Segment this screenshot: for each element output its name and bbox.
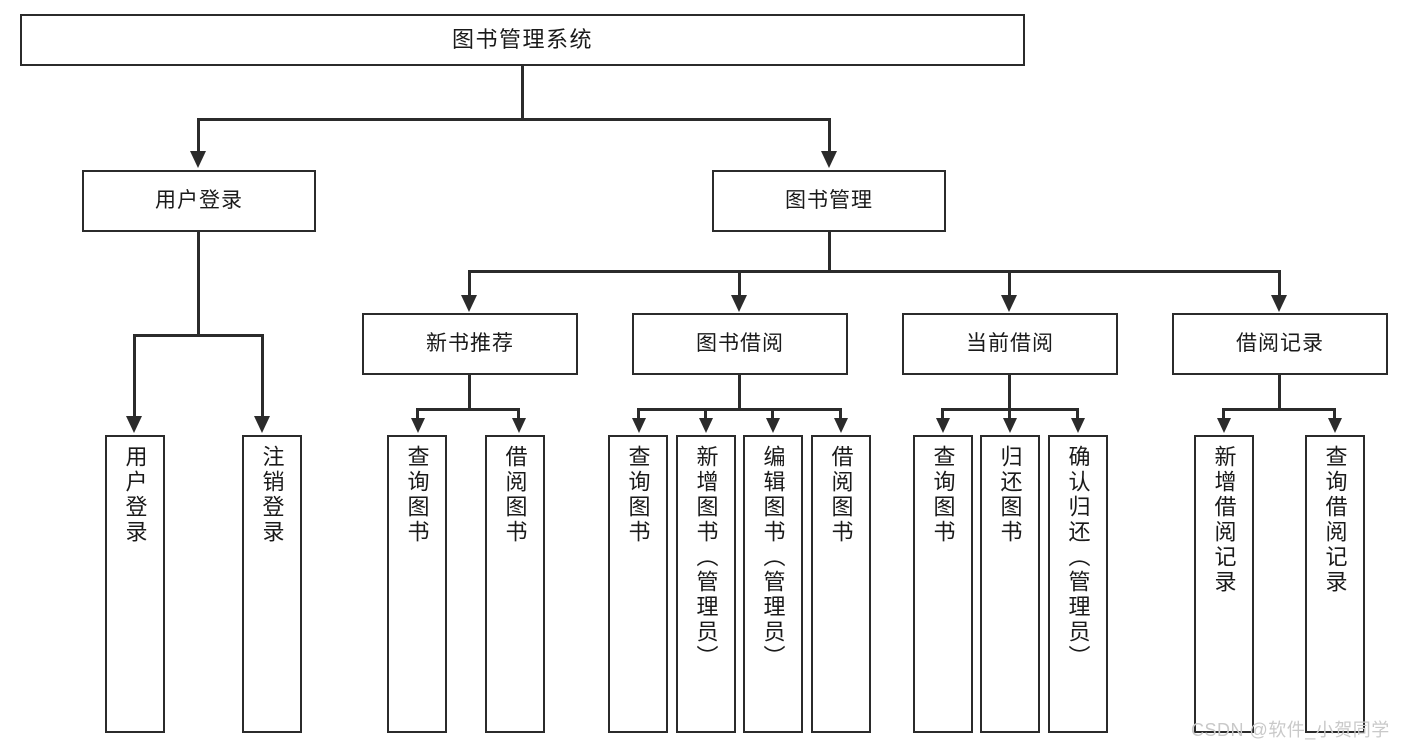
leaf-bookborrow-edit-book[interactable]: 编辑图书（管理员） bbox=[743, 435, 803, 733]
arrow-currentborrow-leaf-1 bbox=[936, 418, 950, 433]
arrow-userlogin-leaf-1 bbox=[126, 416, 142, 433]
edge-bookmgmt-drop-1 bbox=[468, 270, 471, 295]
node-label: 图书借阅 bbox=[696, 331, 784, 355]
edge-bookborrow-drop-2 bbox=[704, 408, 707, 420]
edge-root-to-bookmgmt bbox=[828, 118, 831, 151]
node-book-borrow[interactable]: 图书借阅 bbox=[632, 313, 848, 375]
arrow-bookborrow-leaf-3 bbox=[766, 418, 780, 433]
node-book-management[interactable]: 图书管理 bbox=[712, 170, 946, 232]
node-label: 借阅图书 bbox=[502, 445, 528, 545]
leaf-bookborrow-add-book[interactable]: 新增图书（管理员） bbox=[676, 435, 736, 733]
node-label: 用户登录 bbox=[155, 188, 243, 212]
edge-currentborrow-drop-1 bbox=[941, 408, 944, 420]
edge-currentborrow-drop-2 bbox=[1008, 408, 1011, 420]
edge-bookmgmt-drop-3 bbox=[1008, 270, 1011, 295]
edge-borrowrecord-drop-2 bbox=[1333, 408, 1336, 420]
node-label: 图书管理 bbox=[785, 188, 873, 212]
node-label: 归还图书 bbox=[997, 445, 1023, 545]
node-current-borrow[interactable]: 当前借阅 bbox=[902, 313, 1118, 375]
node-label: 当前借阅 bbox=[966, 331, 1054, 355]
edge-userlogin-drop-2 bbox=[261, 334, 264, 416]
edge-userlogin-bar bbox=[133, 334, 264, 337]
node-borrow-record[interactable]: 借阅记录 bbox=[1172, 313, 1388, 375]
edge-bookmgmt-bar bbox=[468, 270, 1281, 273]
node-label: 查询图书 bbox=[625, 445, 651, 545]
node-label: 查询图书 bbox=[930, 445, 956, 545]
node-new-book-recommend[interactable]: 新书推荐 bbox=[362, 313, 578, 375]
leaf-currentborrow-query-book[interactable]: 查询图书 bbox=[913, 435, 973, 733]
node-root-system[interactable]: 图书管理系统 bbox=[20, 14, 1025, 66]
edge-bookborrow-drop-3 bbox=[771, 408, 774, 420]
arrow-borrowrecord-leaf-2 bbox=[1328, 418, 1342, 433]
edge-bookmgmt-stem bbox=[828, 232, 831, 272]
leaf-bookborrow-borrow-book[interactable]: 借阅图书 bbox=[811, 435, 871, 733]
node-label: 借阅记录 bbox=[1236, 331, 1324, 355]
node-label: 新增借阅记录 bbox=[1211, 445, 1237, 595]
edge-borrowrecord-bar bbox=[1222, 408, 1336, 411]
edge-bookborrow-bar bbox=[637, 408, 842, 411]
arrow-currentborrow-leaf-3 bbox=[1071, 418, 1085, 433]
edge-newbook-drop-1 bbox=[416, 408, 419, 420]
edge-bookborrow-drop-4 bbox=[839, 408, 842, 420]
edge-newbook-bar bbox=[416, 408, 520, 411]
leaf-currentborrow-return-book[interactable]: 归还图书 bbox=[980, 435, 1040, 733]
arrow-root-to-userlogin bbox=[190, 151, 206, 168]
node-label: 用户登录 bbox=[122, 445, 148, 545]
edge-currentborrow-drop-3 bbox=[1076, 408, 1079, 420]
node-user-login[interactable]: 用户登录 bbox=[82, 170, 316, 232]
leaf-currentborrow-confirm-return[interactable]: 确认归还（管理员） bbox=[1048, 435, 1108, 733]
arrow-bookborrow-leaf-1 bbox=[632, 418, 646, 433]
node-label: 新增图书（管理员） bbox=[693, 445, 719, 670]
leaf-borrowrecord-add-record[interactable]: 新增借阅记录 bbox=[1194, 435, 1254, 733]
edge-borrowrecord-drop-1 bbox=[1222, 408, 1225, 420]
edge-borrowrecord-stem bbox=[1278, 375, 1281, 410]
edge-bookmgmt-drop-4 bbox=[1278, 270, 1281, 295]
arrow-to-newbook bbox=[461, 295, 477, 312]
edge-currentborrow-stem bbox=[1008, 375, 1011, 410]
edge-bookborrow-drop-1 bbox=[637, 408, 640, 420]
leaf-logout[interactable]: 注销登录 bbox=[242, 435, 302, 733]
edge-newbook-stem bbox=[468, 375, 471, 410]
leaf-bookborrow-query-book[interactable]: 查询图书 bbox=[608, 435, 668, 733]
edge-userlogin-drop-1 bbox=[133, 334, 136, 416]
edge-bookborrow-stem bbox=[738, 375, 741, 410]
leaf-borrowrecord-query-record[interactable]: 查询借阅记录 bbox=[1305, 435, 1365, 733]
edge-root-to-userlogin bbox=[197, 118, 200, 151]
node-label: 借阅图书 bbox=[828, 445, 854, 545]
node-label: 确认归还（管理员） bbox=[1065, 445, 1091, 670]
node-label: 查询图书 bbox=[404, 445, 430, 545]
leaf-newbook-query-book[interactable]: 查询图书 bbox=[387, 435, 447, 733]
node-label: 注销登录 bbox=[259, 445, 285, 545]
edge-bookmgmt-drop-2 bbox=[738, 270, 741, 295]
node-label: 新书推荐 bbox=[426, 331, 514, 355]
arrow-currentborrow-leaf-2 bbox=[1003, 418, 1017, 433]
edge-root-bar bbox=[197, 118, 831, 121]
csdn-watermark: CSDN @软件_小贺同学 bbox=[1191, 720, 1390, 740]
node-label: 图书管理系统 bbox=[451, 27, 593, 53]
arrow-to-currentborrow bbox=[1001, 295, 1017, 312]
edge-newbook-drop-2 bbox=[517, 408, 520, 420]
arrow-borrowrecord-leaf-1 bbox=[1217, 418, 1231, 433]
arrow-to-borrowrecord bbox=[1271, 295, 1287, 312]
arrow-userlogin-leaf-2 bbox=[254, 416, 270, 433]
edge-root-stem bbox=[521, 66, 524, 120]
edge-userlogin-stem bbox=[197, 232, 200, 336]
arrow-bookborrow-leaf-4 bbox=[834, 418, 848, 433]
arrow-newbook-leaf-2 bbox=[512, 418, 526, 433]
leaf-user-login[interactable]: 用户登录 bbox=[105, 435, 165, 733]
arrow-to-bookborrow bbox=[731, 295, 747, 312]
node-label: 查询借阅记录 bbox=[1322, 445, 1348, 595]
node-label: 编辑图书（管理员） bbox=[760, 445, 786, 670]
arrow-bookborrow-leaf-2 bbox=[699, 418, 713, 433]
leaf-newbook-borrow-book[interactable]: 借阅图书 bbox=[485, 435, 545, 733]
arrow-newbook-leaf-1 bbox=[411, 418, 425, 433]
arrow-root-to-bookmgmt bbox=[821, 151, 837, 168]
